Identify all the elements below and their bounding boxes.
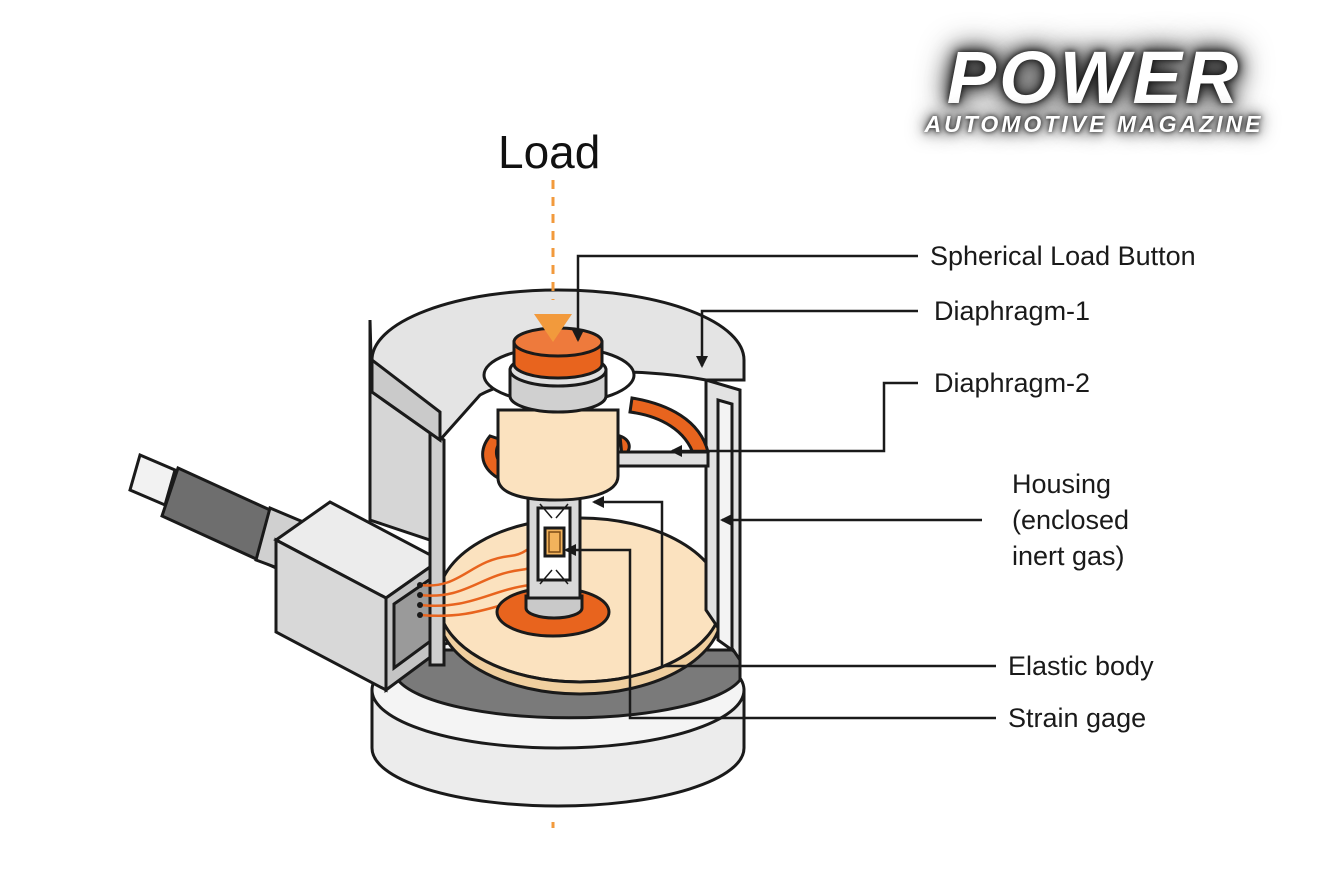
label-spherical-load-button: Spherical Load Button bbox=[930, 241, 1196, 271]
load-label: Load bbox=[498, 126, 601, 178]
label-diaphragm-2: Diaphragm-2 bbox=[934, 368, 1091, 398]
logo-title: POWER bbox=[946, 36, 1242, 119]
leader-lines bbox=[564, 254, 996, 720]
label-strain-gage: Strain gage bbox=[1008, 703, 1147, 733]
load-button-assembly bbox=[496, 326, 620, 502]
label-housing: Housing (enclosed inert gas) bbox=[1012, 469, 1130, 571]
power-magazine-logo: POWER AUTOMOTIVE MAGAZINE bbox=[884, 38, 1304, 146]
load-arrow bbox=[534, 180, 572, 828]
elastic-post bbox=[495, 486, 611, 638]
label-diaphragm-1: Diaphragm-1 bbox=[934, 296, 1091, 326]
label-elastic-body: Elastic body bbox=[1008, 651, 1154, 681]
logo-subtitle: AUTOMOTIVE MAGAZINE bbox=[924, 111, 1264, 137]
